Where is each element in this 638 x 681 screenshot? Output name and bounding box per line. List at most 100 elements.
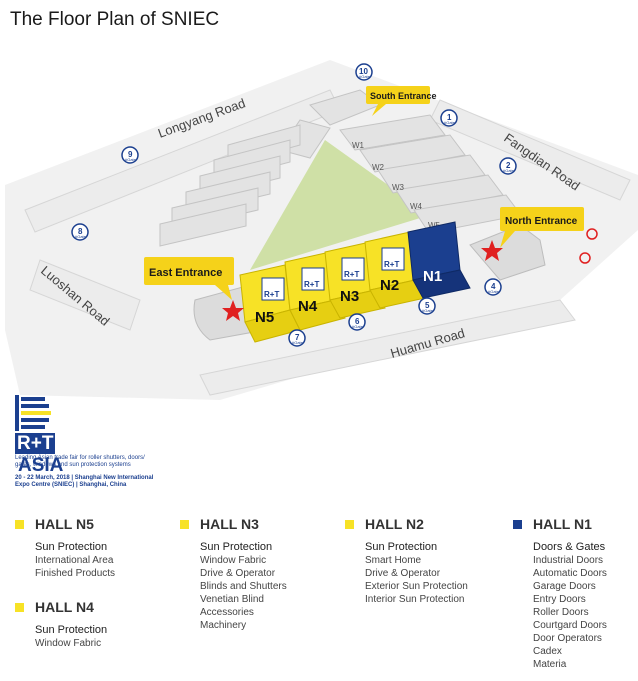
svg-text:R+T: R+T <box>344 270 359 279</box>
legend-item: Machinery <box>200 620 247 631</box>
hall-n2-label: N2 <box>380 277 399 294</box>
hall-w2-label: W2 <box>372 163 385 172</box>
gate-2-pin: 2#Gate <box>499 157 517 175</box>
svg-text:#Gate: #Gate <box>352 324 364 329</box>
svg-text:R+T: R+T <box>384 260 399 269</box>
hall-n3-label: N3 <box>340 288 359 305</box>
svg-text:4: 4 <box>491 282 496 291</box>
legend-item: Materia <box>533 659 567 670</box>
legend-item: Accessories <box>200 607 254 618</box>
road-luoshan <box>29 259 141 331</box>
blue-swatch-icon <box>513 520 522 529</box>
svg-text:7: 7 <box>295 333 300 342</box>
booth-logo-n3: R+T <box>341 257 365 281</box>
legend-item: Cadex <box>533 646 562 657</box>
legend-hall-n1: HALL N1 <box>513 517 607 531</box>
gate-9-pin: 9#Gate <box>121 146 139 164</box>
gate-6-pin: 6#Gate <box>348 313 366 331</box>
svg-text:9: 9 <box>128 150 133 159</box>
svg-text:8: 8 <box>78 227 83 236</box>
legend-n3-category: Sun Protection <box>200 541 273 553</box>
logo-wordmark: R+T ASIA <box>15 433 64 476</box>
legend-item: Garage Doors <box>533 581 596 592</box>
legend-hall-n3: HALL N3 <box>180 517 287 531</box>
svg-text:#Gate: #Gate <box>125 157 137 162</box>
gate-1-pin: 1#Gate <box>440 109 458 127</box>
legend-n5: HALL N5 Sun Protection International Are… <box>15 517 116 580</box>
legend-n2: HALL N2 Sun Protection Smart Home Drive … <box>345 517 468 606</box>
yellow-swatch-icon <box>345 520 354 529</box>
hall-n1 <box>407 221 471 299</box>
logo-tagline: Leading Asian trade fair for roller shut… <box>15 455 145 468</box>
north-entrance-star <box>481 240 503 261</box>
north-entrance-callout: North Entrance <box>500 207 584 248</box>
road-huamu <box>199 299 576 396</box>
east-halls <box>309 89 522 234</box>
yellow-swatch-icon <box>180 520 189 529</box>
svg-text:South Entrance: South Entrance <box>370 91 437 101</box>
gate-5-pin: 5#Gate <box>418 297 436 315</box>
booth-logo-n5: R+T <box>261 277 285 301</box>
svg-text:6: 6 <box>355 317 360 326</box>
legend-item: Venetian Blind <box>200 594 264 605</box>
svg-text:#Gate: #Gate <box>75 234 87 239</box>
south-entrance-callout: South Entrance <box>366 86 437 116</box>
legend-item: Finished Products <box>35 568 116 579</box>
booth-logo-n4: R+T <box>301 267 325 291</box>
legend-item: International Area <box>35 555 114 566</box>
rt-logo-icon: R+T ASIA <box>15 395 63 476</box>
legend-item: Door Operators <box>533 633 602 644</box>
legend-hall-n4: HALL N4 <box>15 600 107 614</box>
gate-7-pin: 7#Gate <box>288 329 306 347</box>
svg-text:#Gate: #Gate <box>503 168 515 173</box>
legend-item: Blinds and Shutters <box>200 581 287 592</box>
legend-item: Drive & Operator <box>365 568 441 579</box>
legend-item: Smart Home <box>365 555 422 566</box>
hall-w1-label: W1 <box>352 141 365 150</box>
page-title: The Floor Plan of SNIEC <box>10 9 220 30</box>
hall-n5-label: N5 <box>255 309 274 326</box>
svg-text:North Entrance: North Entrance <box>505 216 578 227</box>
floor-plan-map: W1 W2 W3 W4 W5 R+T R+T R+T R+T <box>5 60 638 400</box>
svg-text:#Gate: #Gate <box>444 120 456 125</box>
svg-text:R+T: R+T <box>304 280 319 289</box>
legend-hall-n2: HALL N2 <box>345 517 468 531</box>
svg-text:10: 10 <box>359 67 368 76</box>
svg-text:1: 1 <box>447 113 452 122</box>
legend-item: Window Fabric <box>200 555 267 566</box>
hall-n4-label: N4 <box>298 298 318 315</box>
hall-w3-label: W3 <box>392 183 405 192</box>
yellow-swatch-icon <box>15 603 24 612</box>
east-entrance-star <box>222 300 244 321</box>
legend-item: Interior Sun Protection <box>365 594 465 605</box>
svg-text:#Gate: #Gate <box>422 308 434 313</box>
legend-n1: HALL N1 Doors & Gates Industrial Doors A… <box>513 517 607 671</box>
legend-n5-category: Sun Protection <box>35 541 108 553</box>
legend-hall-n5: HALL N5 <box>15 517 115 531</box>
legend-n4: HALL N4 Sun Protection Window Fabric <box>15 600 108 650</box>
central-lawn <box>250 140 430 270</box>
road-fangdian <box>429 99 631 201</box>
hall-w4-label: W4 <box>410 202 423 211</box>
legend-n2-category: Sun Protection <box>365 541 438 553</box>
svg-text:5: 5 <box>425 301 430 310</box>
gate-10-pin: 10#Gate <box>355 63 373 81</box>
legend-n4-category: Sun Protection <box>35 624 108 636</box>
west-halls <box>159 119 331 247</box>
booth-logo-n2: R+T <box>381 247 405 271</box>
metro-sign-icon <box>579 228 598 264</box>
yellow-swatch-icon <box>15 520 24 529</box>
legend-item: Drive & Operator <box>200 568 276 579</box>
legend-item: Courtgard Doors <box>533 620 607 631</box>
svg-text:2: 2 <box>506 161 511 170</box>
gate-4-pin: 4#Gate <box>484 278 502 296</box>
hall-n1-label: N1 <box>423 268 442 285</box>
svg-text:East Entrance: East Entrance <box>149 267 222 279</box>
legend-item: Exterior Sun Protection <box>365 581 468 592</box>
legend-n3: HALL N3 Sun Protection Window Fabric Dri… <box>180 517 287 632</box>
legend-item: Window Fabric <box>35 638 102 649</box>
legend-item: Roller Doors <box>533 607 589 618</box>
logo-dates: 20 - 22 March, 2018 | Shanghai New Inter… <box>15 475 154 488</box>
svg-text:R+T: R+T <box>264 290 279 299</box>
east-entrance-callout: East Entrance <box>144 257 234 300</box>
